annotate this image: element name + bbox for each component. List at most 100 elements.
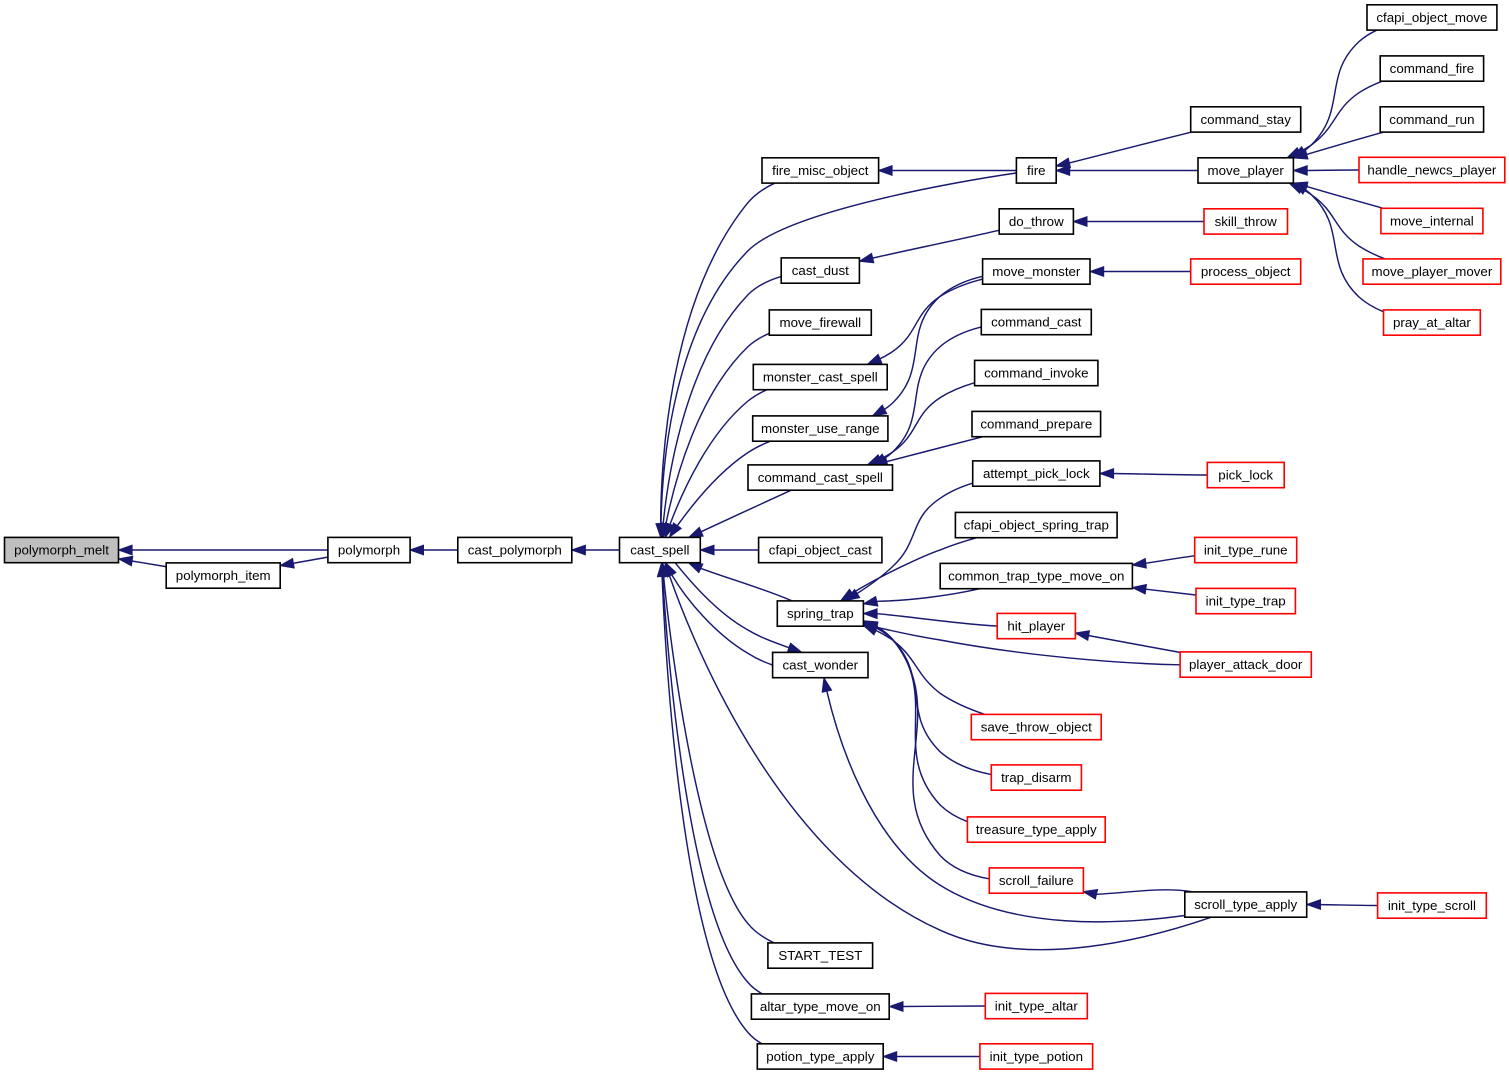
node-treasure_type_apply[interactable]: treasure_type_apply	[966, 816, 1107, 844]
edge-line	[877, 612, 998, 627]
node-scroll_type_apply[interactable]: scroll_type_apply	[1184, 891, 1308, 919]
edge-line	[660, 172, 1017, 524]
edge-line	[700, 567, 792, 602]
node-move_player[interactable]: move_player	[1197, 157, 1295, 184]
node-box-treasure_type_apply	[966, 816, 1107, 844]
arrowhead-icon	[668, 522, 683, 539]
node-cfapi_object_cast[interactable]: cfapi_object_cast	[757, 536, 883, 564]
node-box-spring_trap	[776, 600, 865, 628]
edge-line	[1069, 131, 1192, 164]
node-init_type_trap[interactable]: init_type_trap	[1195, 587, 1297, 615]
edge-init_type_trap-calls-common_trap_type_move_on	[1130, 583, 1196, 596]
node-fire_misc_object[interactable]: fire_misc_object	[761, 157, 880, 184]
edge-line	[1306, 131, 1384, 156]
edge-START_TEST-calls-cast_spell	[658, 560, 775, 944]
node-command_fire[interactable]: command_fire	[1379, 55, 1485, 83]
node-fire[interactable]: fire	[1015, 157, 1058, 184]
node-label-scroll_type_apply: scroll_type_apply	[1194, 897, 1297, 912]
arrowhead-icon	[408, 544, 424, 556]
node-label-fire_misc_object: fire_misc_object	[772, 163, 869, 178]
arrowhead-icon	[1073, 630, 1091, 642]
node-box-polymorph_melt	[3, 536, 120, 564]
arrowhead-icon	[570, 544, 586, 556]
node-init_type_potion[interactable]: init_type_potion	[979, 1043, 1094, 1070]
node-START_TEST[interactable]: START_TEST	[767, 942, 874, 970]
arrowhead-icon	[687, 526, 704, 539]
node-init_type_rune[interactable]: init_type_rune	[1193, 536, 1298, 564]
node-cast_wonder[interactable]: cast_wonder	[771, 651, 869, 679]
node-command_cast_spell[interactable]: command_cast_spell	[747, 464, 894, 491]
node-potion_type_apply[interactable]: potion_type_apply	[756, 1043, 884, 1070]
node-process_object[interactable]: process_object	[1189, 258, 1302, 285]
arrowhead-icon	[887, 1000, 904, 1013]
edge-pick_lock-calls-attempt_pick_lock	[1098, 468, 1208, 480]
node-label-cast_wonder: cast_wonder	[783, 658, 859, 673]
node-command_stay[interactable]: command_stay	[1189, 106, 1302, 133]
node-move_player_mover[interactable]: move_player_mover	[1362, 258, 1502, 285]
node-pick_lock[interactable]: pick_lock	[1206, 461, 1286, 489]
edge-fire-calls-fire_misc_object	[877, 164, 1017, 177]
arrowhead-icon	[1130, 583, 1148, 595]
node-command_cast[interactable]: command_cast	[980, 308, 1093, 336]
edge-line	[1307, 169, 1359, 172]
arrowhead-icon	[1098, 468, 1115, 480]
node-cfapi_object_move[interactable]: cfapi_object_move	[1366, 4, 1498, 31]
node-label-cfapi_object_cast: cfapi_object_cast	[769, 543, 872, 558]
node-box-monster_cast_spell	[752, 363, 888, 391]
arrowhead-icon	[871, 404, 888, 417]
node-command_run[interactable]: command_run	[1379, 106, 1485, 133]
node-cast_spell[interactable]: cast_spell	[618, 536, 702, 564]
node-command_prepare[interactable]: command_prepare	[971, 410, 1102, 438]
node-command_invoke[interactable]: command_invoke	[973, 359, 1099, 387]
edge-command_stay-calls-fire	[1054, 131, 1192, 169]
node-init_type_scroll[interactable]: init_type_scroll	[1376, 892, 1488, 920]
edge-move_monster-calls-monster_use_range	[871, 275, 983, 417]
node-do_throw[interactable]: do_throw	[998, 208, 1075, 235]
edge-player_attack_door-calls-hit_player	[1073, 630, 1181, 654]
node-box-potion_type_apply	[756, 1043, 884, 1070]
node-pray_at_altar[interactable]: pray_at_altar	[1382, 309, 1482, 336]
edge-line	[902, 1005, 986, 1008]
node-player_attack_door[interactable]: player_attack_door	[1179, 651, 1313, 679]
node-label-common_trap_type_move_on: common_trap_type_move_on	[948, 569, 1124, 584]
node-box-command_fire	[1379, 55, 1485, 83]
edge-line	[665, 332, 770, 524]
node-polymorph_item[interactable]: polymorph_item	[165, 562, 281, 590]
node-move_firewall[interactable]: move_firewall	[768, 309, 873, 336]
edge-line	[875, 627, 991, 776]
node-monster_cast_spell[interactable]: monster_cast_spell	[752, 363, 888, 391]
node-trap_disarm[interactable]: trap_disarm	[990, 764, 1083, 792]
node-box-altar_type_move_on	[750, 993, 891, 1021]
node-init_type_altar[interactable]: init_type_altar	[984, 992, 1089, 1020]
node-common_trap_type_move_on[interactable]: common_trap_type_move_on	[939, 562, 1134, 590]
node-box-move_player	[1197, 157, 1295, 184]
node-box-move_player_mover	[1362, 258, 1502, 285]
node-skill_throw[interactable]: skill_throw	[1203, 208, 1289, 235]
node-cast_dust[interactable]: cast_dust	[780, 257, 861, 284]
node-scroll_failure[interactable]: scroll_failure	[988, 867, 1085, 895]
node-label-polymorph: polymorph	[338, 543, 400, 558]
node-cfapi_object_spring_trap[interactable]: cfapi_object_spring_trap	[954, 511, 1118, 539]
node-polymorph[interactable]: polymorph	[327, 536, 411, 564]
node-label-pray_at_altar: pray_at_altar	[1393, 315, 1471, 330]
node-move_monster[interactable]: move_monster	[981, 258, 1091, 285]
edge-scroll_type_apply-calls-scroll_failure	[1081, 888, 1193, 900]
node-label-command_run: command_run	[1389, 112, 1474, 127]
node-label-pick_lock: pick_lock	[1218, 468, 1273, 483]
node-handle_newcs_player[interactable]: handle_newcs_player	[1358, 156, 1506, 184]
node-save_throw_object[interactable]: save_throw_object	[970, 713, 1102, 741]
edge-common_trap_type_move_on-calls-spring_trap	[862, 587, 981, 607]
node-altar_type_move_on[interactable]: altar_type_move_on	[750, 993, 891, 1021]
arrowhead-icon	[839, 588, 856, 602]
node-monster_use_range[interactable]: monster_use_range	[751, 415, 889, 442]
node-label-command_fire: command_fire	[1390, 61, 1474, 76]
node-move_internal[interactable]: move_internal	[1380, 207, 1484, 235]
node-cast_polymorph[interactable]: cast_polymorph	[456, 536, 573, 564]
node-label-handle_newcs_player: handle_newcs_player	[1367, 163, 1496, 178]
node-spring_trap[interactable]: spring_trap	[776, 600, 865, 628]
node-hit_player[interactable]: hit_player	[996, 612, 1077, 640]
node-polymorph_melt[interactable]: polymorph_melt	[3, 536, 120, 564]
node-attempt_pick_lock[interactable]: attempt_pick_lock	[971, 460, 1101, 487]
node-label-cfapi_object_spring_trap: cfapi_object_spring_trap	[964, 518, 1109, 533]
node-box-scroll_type_apply	[1184, 891, 1308, 919]
